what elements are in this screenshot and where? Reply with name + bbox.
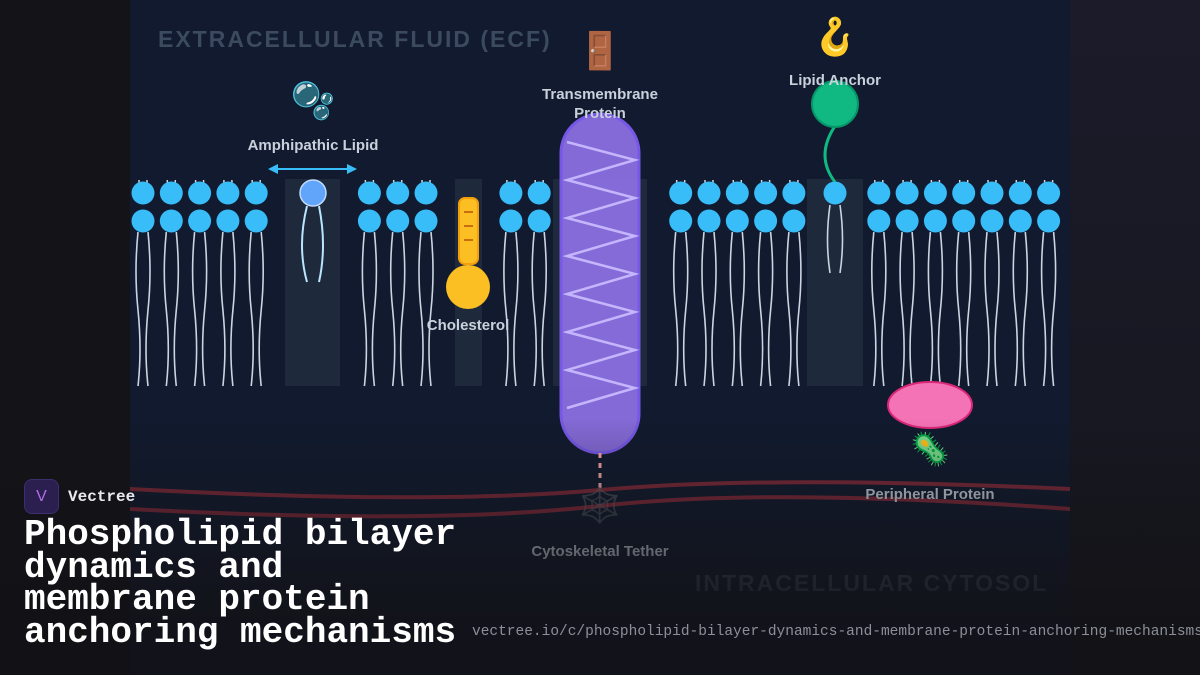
fatty-acid-tail xyxy=(163,231,180,387)
phospholipid-head xyxy=(895,209,919,233)
fatty-acid-tail xyxy=(729,231,746,387)
amphipathic-lipid-label: Amphipathic Lipid xyxy=(247,137,379,154)
phospholipid-head xyxy=(1008,209,1032,233)
phospholipid-head xyxy=(1037,209,1061,233)
peripheral-protein-label: Peripheral Protein xyxy=(865,486,995,503)
phospholipid-head xyxy=(669,181,693,205)
phospholipid-head xyxy=(923,181,947,205)
lipid-anchor-label: Lipid Anchor xyxy=(789,72,881,89)
page-title: Phospholipid bilayer dynamics and membra… xyxy=(24,514,457,653)
fatty-acid-tail xyxy=(389,231,406,387)
fatty-acid-tail xyxy=(418,231,434,387)
fatty-acid-tail xyxy=(927,231,944,387)
phospholipid-head xyxy=(386,209,410,233)
fatty-acid-tail xyxy=(503,231,519,387)
fatty-acid-tail xyxy=(871,231,887,387)
fatty-acid-tail xyxy=(191,231,208,387)
fatty-acid-tail xyxy=(899,231,915,387)
phospholipid-head xyxy=(782,209,806,233)
cholesterol-label: Cholesterol xyxy=(426,317,510,334)
fatty-acid-tail xyxy=(135,231,151,387)
phospholipid-head xyxy=(697,209,721,233)
fatty-acid-tail xyxy=(955,231,972,387)
phospholipid-head xyxy=(867,209,891,233)
extracellular-label: EXTRACELLULAR FLUID (ECF) xyxy=(158,26,552,52)
fatty-acid-tail xyxy=(361,231,378,387)
hook-icon: 🪝 xyxy=(812,17,858,58)
phospholipid-head xyxy=(980,181,1004,205)
phospholipid-head xyxy=(1037,181,1061,205)
phospholipid-head xyxy=(923,209,947,233)
phospholipid-head xyxy=(952,209,976,233)
page-url[interactable]: vectree.io/c/phospholipid-bilayer-dynami… xyxy=(472,624,1200,640)
fatty-acid-tail xyxy=(757,231,774,387)
brand: V Vectree xyxy=(24,479,135,514)
cholesterol-ring xyxy=(458,197,479,265)
brand-name: Vectree xyxy=(68,487,136,506)
phospholipid-head xyxy=(499,209,523,233)
fatty-acid-tail xyxy=(786,231,802,387)
phospholipid-head xyxy=(499,181,523,205)
transmembrane-protein-label: Transmembrane Protein xyxy=(542,86,658,122)
fatty-acid-tail xyxy=(672,231,689,387)
phospholipid-head xyxy=(357,181,381,205)
vectree-logo-icon: V xyxy=(24,479,59,514)
microbe-icon: 🦠 xyxy=(910,430,950,468)
phospholipid-head xyxy=(131,209,155,233)
phospholipid-head xyxy=(725,181,749,205)
phospholipid-head xyxy=(188,209,212,233)
phospholipid-head xyxy=(980,209,1004,233)
phospholipid-head xyxy=(1008,181,1032,205)
phospholipid-head xyxy=(159,181,183,205)
cholesterol-hydroxyl xyxy=(446,265,490,309)
phospholipid-head xyxy=(725,209,749,233)
anchor-chain xyxy=(823,125,837,183)
door-icon: 🚪 xyxy=(577,31,623,72)
phospholipid-head xyxy=(669,209,693,233)
phospholipid-head xyxy=(216,181,240,205)
fatty-acid-tail xyxy=(1040,231,1057,387)
phospholipid-head xyxy=(754,209,778,233)
fatty-acid-tail xyxy=(220,231,236,387)
phospholipid-head xyxy=(244,209,268,233)
phospholipid-head xyxy=(895,181,919,205)
phospholipid-head xyxy=(414,209,438,233)
gap-highlight xyxy=(285,179,340,386)
anchor-lipid-head xyxy=(823,181,847,205)
fatty-acid-tail xyxy=(1012,231,1029,387)
fatty-acid-tail xyxy=(531,231,547,387)
right-background xyxy=(1070,0,1200,675)
phospholipid-head xyxy=(244,181,268,205)
fatty-acid-tail xyxy=(701,231,717,387)
phospholipid-head xyxy=(131,181,155,205)
gap-highlight xyxy=(807,179,863,386)
peripheral-protein xyxy=(887,381,973,429)
phospholipid-head xyxy=(357,209,381,233)
web-icon: 🕸️ xyxy=(578,486,622,526)
amphipathic-head xyxy=(299,179,327,207)
phospholipid-head xyxy=(952,181,976,205)
phospholipid-head xyxy=(754,181,778,205)
phospholipid-head xyxy=(527,209,551,233)
phospholipid-head xyxy=(216,209,240,233)
fatty-acid-tail xyxy=(248,231,264,387)
phospholipid-head xyxy=(414,181,438,205)
fatty-acid-tail xyxy=(984,231,1000,387)
phospholipid-head xyxy=(188,181,212,205)
phospholipid-head xyxy=(867,181,891,205)
bubbles-icon: 🫧 xyxy=(290,81,336,122)
phospholipid-head xyxy=(527,181,551,205)
cytosol-label: INTRACELLULAR CYTOSOL xyxy=(695,570,1049,596)
phospholipid-head xyxy=(782,181,806,205)
phospholipid-head xyxy=(386,181,410,205)
phospholipid-head xyxy=(159,209,183,233)
cytoskeletal-tether-label: Cytoskeletal Tether xyxy=(531,543,669,560)
phospholipid-head xyxy=(697,181,721,205)
